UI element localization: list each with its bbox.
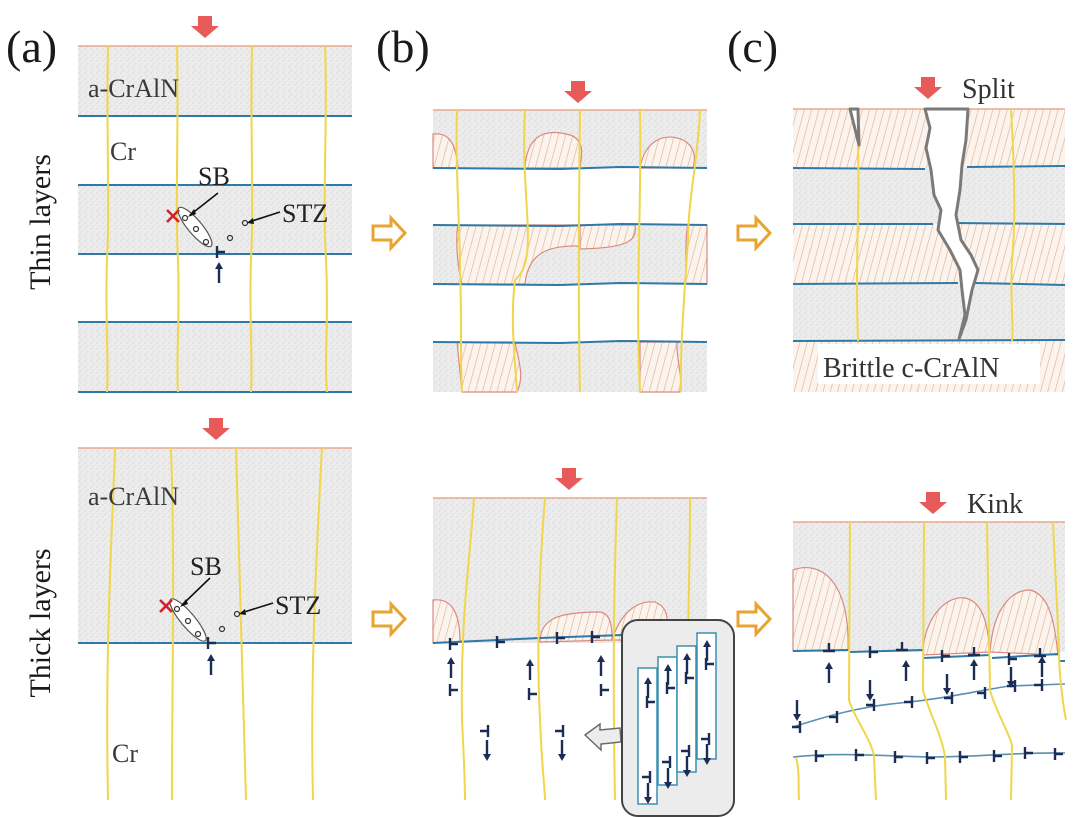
panel-a-thick: a-CrAlN Cr SB STZ xyxy=(78,418,352,801)
stz-label: STZ xyxy=(282,199,328,228)
dislocation-arrow-icon xyxy=(205,652,217,677)
panel-label-c: (c) xyxy=(727,21,778,72)
panel-label-a: (a) xyxy=(6,21,57,72)
inset-pointer-arrow-icon xyxy=(583,722,622,752)
edge-dislocation-icon xyxy=(599,682,611,698)
panel-b-thin xyxy=(432,81,708,393)
dislocation-arrow-icon xyxy=(524,657,536,682)
process-arrow-icon xyxy=(371,602,407,636)
edge-dislocation-icon xyxy=(527,686,539,702)
load-arrow-icon xyxy=(191,16,219,38)
load-arrow-icon xyxy=(202,418,230,440)
panel-c-thick: Kink xyxy=(790,489,1067,801)
row-label-thin: Thin layers xyxy=(24,154,57,290)
edge-dislocation-icon xyxy=(553,723,565,739)
cross-icon xyxy=(159,599,173,613)
edge-dislocation-icon xyxy=(448,682,460,698)
panel-b-thick xyxy=(432,468,708,801)
stz-dot xyxy=(226,234,234,242)
stz-label: STZ xyxy=(275,591,321,620)
failure-mode-kink: Kink xyxy=(967,489,1023,520)
row-label-thick: Thick layers xyxy=(24,548,57,697)
crack xyxy=(923,107,980,341)
dislocation-arrow-icon xyxy=(213,260,225,285)
material-label-brittle: Brittle c-CrAlN xyxy=(823,353,1000,384)
sb-label: SB xyxy=(198,162,230,191)
failure-mode-split: Split xyxy=(962,74,1015,105)
process-arrow-icon xyxy=(371,216,407,250)
sb-label: SB xyxy=(190,552,222,581)
cross-icon xyxy=(166,209,180,223)
load-arrow-icon xyxy=(564,81,592,103)
material-label-acraln: a-CrAlN xyxy=(88,74,179,103)
edge-dislocation-icon xyxy=(478,723,490,739)
load-arrow-icon xyxy=(555,468,583,490)
panel-c-thin: Split Brittle c-CrAlN xyxy=(792,74,1066,392)
dislocation-arrow-icon xyxy=(556,738,568,763)
process-arrow-icon xyxy=(736,602,772,636)
panel-label-b: (b) xyxy=(376,21,430,72)
dislocation-arrow-icon xyxy=(481,738,493,763)
material-label-acraln: a-CrAlN xyxy=(88,482,179,511)
dislocation-pileup-inset xyxy=(621,619,735,817)
process-arrow-icon xyxy=(736,216,772,250)
stz-dot xyxy=(218,625,226,633)
load-arrow-icon xyxy=(919,492,947,514)
load-arrow-icon xyxy=(914,77,942,99)
material-label-cr: Cr xyxy=(112,739,138,768)
panel-a-thin: a-CrAlN Cr SB STZ xyxy=(78,16,352,393)
dislocation-arrow-icon xyxy=(595,653,607,678)
dislocation-arrow-icon xyxy=(445,655,457,680)
material-label-cr: Cr xyxy=(110,137,136,166)
